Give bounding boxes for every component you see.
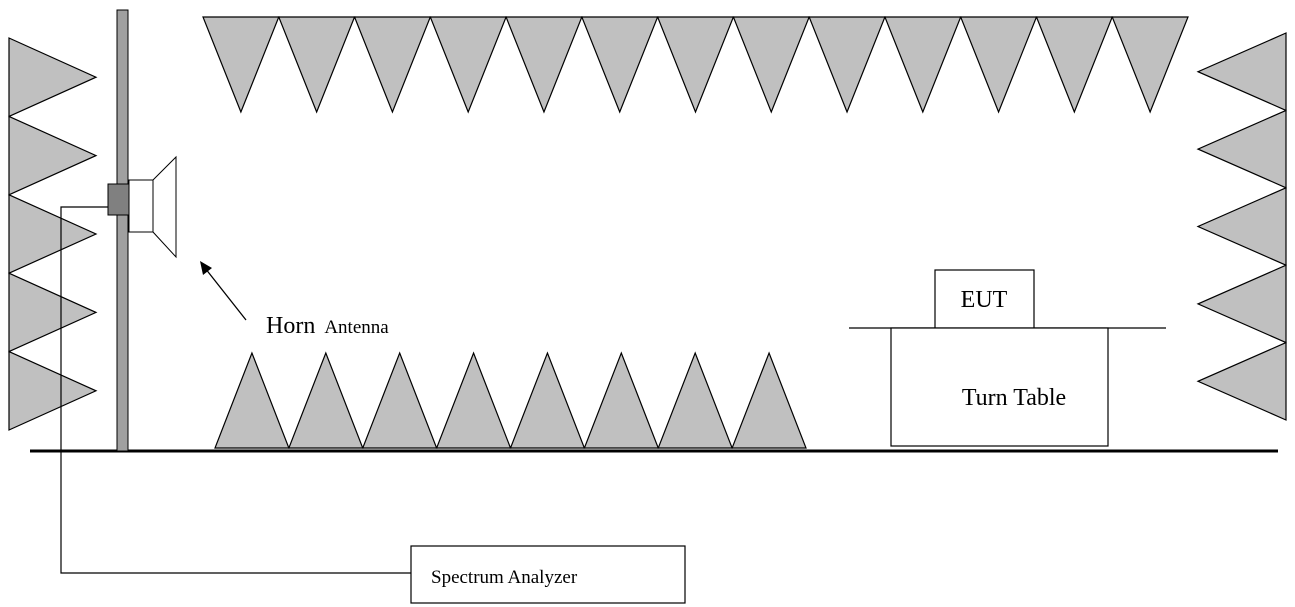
antenna-mast xyxy=(116,9,129,452)
ceiling-absorber xyxy=(808,16,886,114)
right-wall-absorber xyxy=(1196,264,1287,344)
floor-absorber xyxy=(361,351,438,449)
turn-table-box xyxy=(890,327,1109,447)
ceiling-absorber xyxy=(277,16,356,114)
floor-absorber xyxy=(583,351,660,449)
eut-box xyxy=(934,269,1035,329)
ceiling-absorber xyxy=(429,16,507,114)
eut-label: EUT xyxy=(961,287,1008,313)
horn-antenna-body xyxy=(128,179,154,233)
ceiling-absorber xyxy=(1111,16,1189,114)
antenna-mount xyxy=(107,183,130,216)
ceiling-absorber xyxy=(884,16,962,114)
floor-absorber xyxy=(435,351,512,449)
right-wall-absorber xyxy=(1196,109,1287,189)
turn-table-label: Turn Table xyxy=(962,385,1066,411)
horn-antenna xyxy=(128,155,177,259)
ceiling-absorber xyxy=(732,16,811,114)
left-wall-absorber xyxy=(8,115,98,196)
spectrum-analyzer-label: Spectrum Analyzer xyxy=(431,567,578,588)
right-wall-absorber xyxy=(1196,32,1287,112)
ceiling-absorbers xyxy=(202,16,1189,114)
ceiling-absorber xyxy=(353,16,432,114)
ceiling-absorber xyxy=(505,16,583,114)
ceiling-absorber xyxy=(202,16,280,114)
left-wall-absorber xyxy=(8,350,98,431)
horn-label-sub: Antenna xyxy=(324,317,389,338)
ceiling-absorber xyxy=(656,16,735,114)
left-wall-absorber xyxy=(8,272,98,353)
right-wall-absorber xyxy=(1196,186,1287,267)
spectrum-analyzer-box xyxy=(410,545,686,604)
left-wall-absorbers xyxy=(8,37,98,431)
spectrum-analyzer: Spectrum Analyzer xyxy=(410,545,686,604)
horn-antenna-flare xyxy=(152,155,177,259)
floor-absorber xyxy=(287,351,364,449)
ceiling-absorber xyxy=(959,16,1038,114)
left-wall-absorber xyxy=(8,37,98,118)
horn-label-main: Horn xyxy=(266,313,315,339)
floor-absorber xyxy=(214,351,290,449)
eut: EUT xyxy=(934,269,1035,329)
floor-absorber xyxy=(657,351,734,449)
rf-cable xyxy=(60,206,411,574)
floor-absorbers xyxy=(214,351,807,449)
horn-antenna-label: Horn Antenna xyxy=(266,313,389,339)
horn-antenna-arrow xyxy=(200,261,247,321)
right-wall-absorbers xyxy=(1196,32,1287,421)
floor-absorber xyxy=(731,351,807,449)
turn-table: Turn Table xyxy=(890,327,1109,447)
floor-absorber xyxy=(509,351,586,449)
ceiling-absorber xyxy=(1035,16,1114,114)
ceiling-absorber xyxy=(580,16,659,114)
right-wall-absorber xyxy=(1196,341,1287,421)
left-wall-absorber xyxy=(8,193,98,275)
